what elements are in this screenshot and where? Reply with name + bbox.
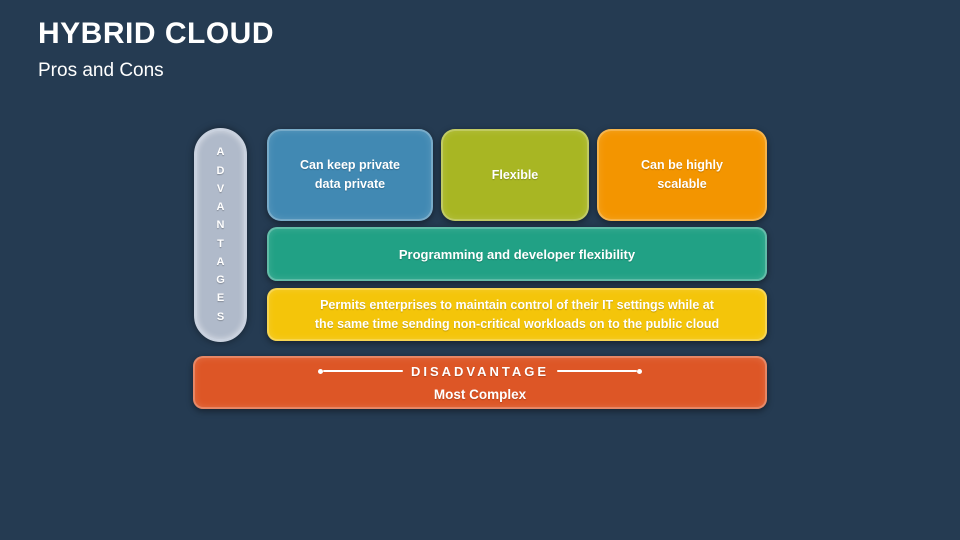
advantages-letter: N xyxy=(216,219,225,232)
card-text-line: Permits enterprises to maintain control … xyxy=(320,297,714,312)
advantages-letter: A xyxy=(216,201,225,214)
card-text-line: scalable xyxy=(657,177,707,191)
advantages-letter: S xyxy=(216,310,225,323)
advantage-card-flexible: Flexible xyxy=(441,129,589,221)
advantages-letter: G xyxy=(216,274,225,287)
divider-line-right xyxy=(557,370,638,372)
disadvantage-card: DISADVANTAGE Most Complex xyxy=(193,356,767,409)
page-subtitle: Pros and Cons xyxy=(38,60,164,81)
card-text-line: Can keep private xyxy=(299,158,401,172)
advantages-letter: A xyxy=(216,255,225,268)
advantages-letter: D xyxy=(216,164,225,177)
line-end-dot-left xyxy=(317,368,323,374)
advantage-card-it-control: Permits enterprises to maintain control … xyxy=(267,288,767,341)
divider-line-left xyxy=(322,370,403,372)
disadvantage-header: DISADVANTAGE xyxy=(317,362,643,381)
line-end-dot-right xyxy=(637,368,643,374)
advantages-letter: E xyxy=(216,292,225,305)
advantages-letter: T xyxy=(217,237,224,250)
disadvantage-label: DISADVANTAGE xyxy=(410,363,550,379)
card-text-line: Programming and developer flexibility xyxy=(398,246,636,262)
card-text-line: data private xyxy=(314,177,386,191)
advantage-card-scalable: Can be highly scalable xyxy=(597,129,767,221)
disadvantage-text: Most Complex xyxy=(433,386,527,402)
advantages-letter: V xyxy=(216,182,225,195)
card-text-line: the same time sending non-critical workl… xyxy=(314,316,720,331)
advantages-letter: A xyxy=(216,146,225,159)
advantage-card-private-data: Can keep private data private xyxy=(267,129,433,221)
page-title: HYBRID CLOUD xyxy=(38,17,274,50)
card-text-line: Flexible xyxy=(491,167,539,182)
advantages-vertical-label: A D V A N T A G E S xyxy=(194,128,247,342)
advantage-card-programming-flexibility: Programming and developer flexibility xyxy=(267,227,767,281)
card-text-line: Can be highly xyxy=(641,158,723,172)
